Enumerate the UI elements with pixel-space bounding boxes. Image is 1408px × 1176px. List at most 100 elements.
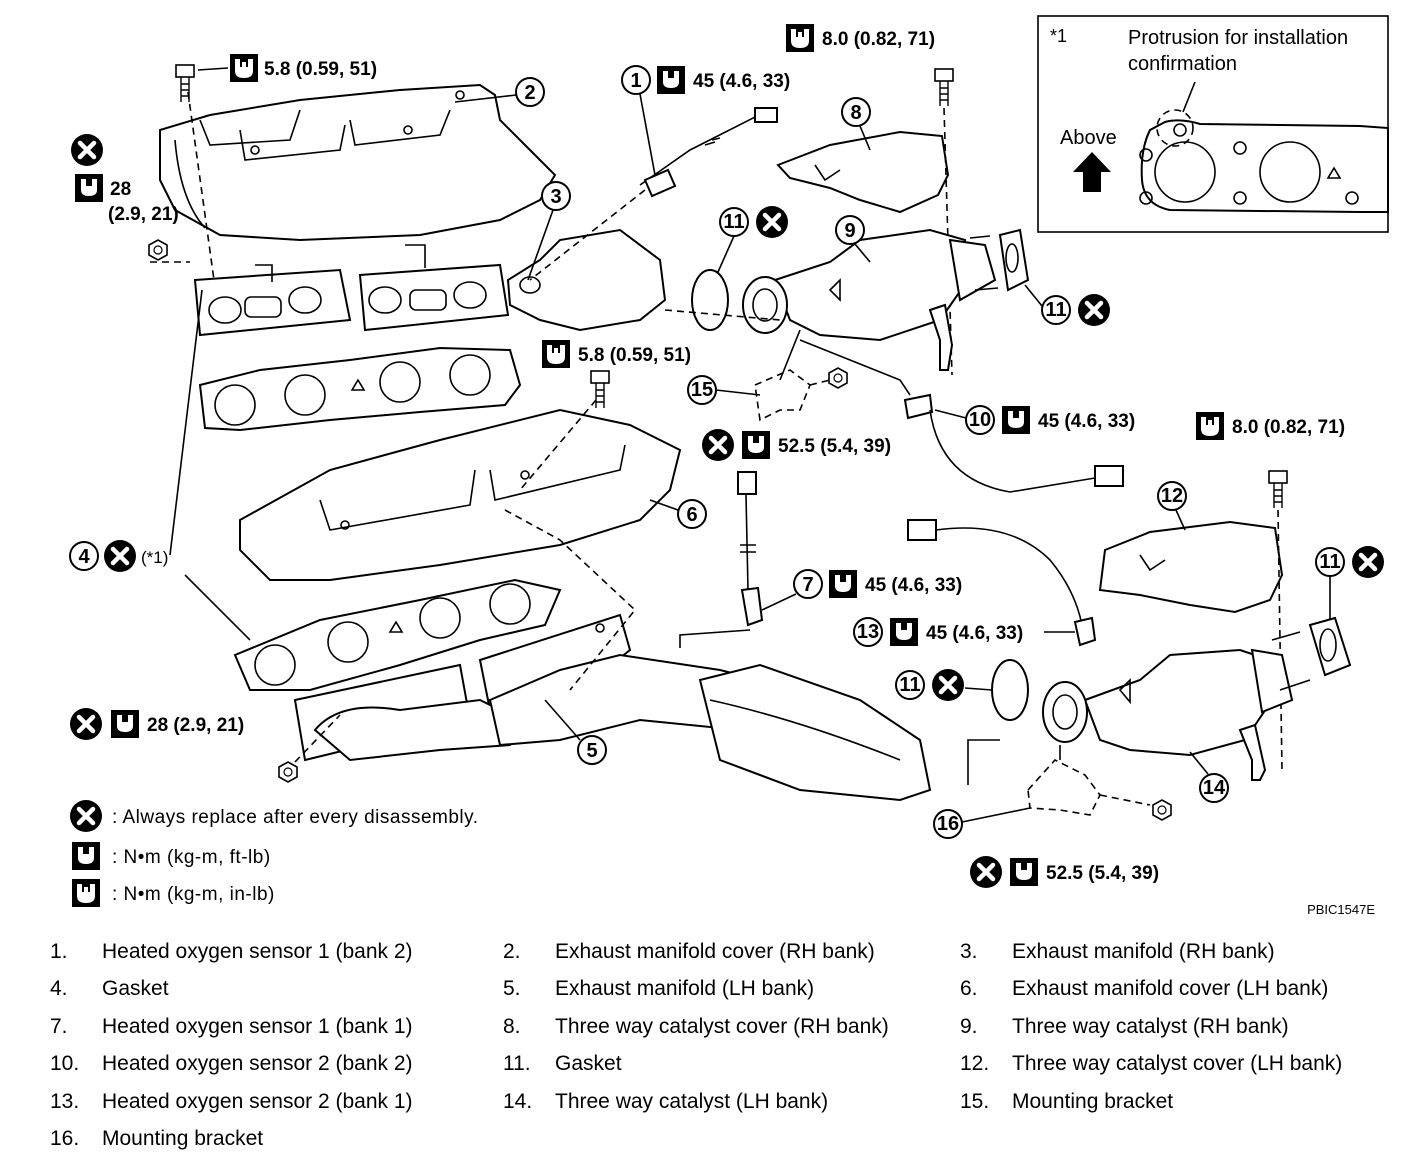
callout-15: 15: [687, 375, 761, 405]
svg-text:28: 28: [110, 179, 131, 200]
heated-oxygen-sensor-2-bank1: [907, 519, 1097, 647]
three-way-catalyst-cover-lh: [1098, 520, 1284, 614]
callout-16: 16: [933, 807, 1031, 839]
figure-code: PBIC1547E: [1307, 902, 1375, 917]
inset-ref: *1: [1050, 26, 1067, 46]
callout-9: 9: [835, 215, 871, 263]
callout-11-mid: 11: [895, 669, 993, 701]
part-name: Mounting bracket: [1012, 1089, 1174, 1113]
exhaust-manifold-cover-rh: [159, 83, 557, 242]
part-number: 16.: [50, 1126, 80, 1150]
callout-11-top: 11: [717, 206, 788, 273]
up-arrow-icon: [1073, 152, 1111, 192]
svg-text:11: 11: [723, 211, 744, 233]
callout-2: 2: [454, 77, 545, 107]
svg-text:15: 15: [691, 379, 713, 401]
svg-text:(*1): (*1): [141, 548, 168, 567]
part-name: Heated oxygen sensor 1 (bank 1): [102, 1014, 413, 1038]
callout-12: 12: [1157, 481, 1187, 531]
svg-text:45 (4.6, 33): 45 (4.6, 33): [926, 623, 1023, 644]
torque-16: 52.5 (5.4, 39): [970, 856, 1159, 888]
svg-text:1: 1: [630, 70, 641, 92]
callout-4: 4 (*1): [69, 540, 168, 572]
heated-oxygen-sensor-1-bank1: [737, 471, 764, 627]
part-name: Three way catalyst cover (RH bank): [555, 1014, 889, 1038]
legend: : Always replace after every disassembly…: [70, 800, 479, 907]
part-number: 1.: [50, 940, 68, 963]
part-number: 13.: [50, 1089, 80, 1113]
part-number: 10.: [50, 1052, 80, 1076]
part-number: 7.: [50, 1014, 68, 1038]
svg-text:3: 3: [550, 186, 561, 208]
svg-text:16: 16: [937, 813, 959, 835]
exhaust-manifold-lh: [293, 613, 932, 802]
svg-text:9: 9: [844, 220, 855, 242]
exhaust-manifold-cover-lh: [239, 408, 682, 581]
part-name: Heated oxygen sensor 2 (bank 2): [102, 1052, 413, 1076]
part-name: Mounting bracket: [102, 1126, 264, 1150]
part-name: Three way catalyst cover (LH bank): [1012, 1052, 1343, 1076]
torque-15: 52.5 (5.4, 39): [702, 429, 891, 461]
exhaust-manifold-rh: [193, 228, 667, 337]
part-number: 2.: [503, 940, 521, 963]
part-name: Exhaust manifold (RH bank): [1012, 940, 1275, 963]
inset-title-line1: Protrusion for installation: [1128, 27, 1348, 49]
part-name: Heated oxygen sensor 1 (bank 2): [102, 940, 413, 963]
parts-row: 1. Heated oxygen sensor 1 (bank 2) 2. Exhau…: [50, 940, 1390, 977]
exhaust-diagram: *1 Protrusion for installation confirmat…: [0, 15, 1389, 917]
parts-list: 1. Heated oxygen sensor 1 (bank 2) 2. Exhau…: [50, 940, 1390, 1164]
callout-7: 7 45 (4.6, 33): [761, 569, 962, 611]
torque-mid: 5.8 (0.59, 51): [542, 340, 691, 368]
heated-oxygen-sensor-1-bank2: [639, 107, 778, 198]
torque-left-28: 28 (2.9, 21): [71, 134, 179, 225]
callout-6: 6: [649, 499, 707, 529]
part-name: Exhaust manifold cover (LH bank): [1012, 977, 1329, 1001]
torque-top-left: 5.8 (0.59, 51): [197, 54, 377, 82]
svg-text:13: 13: [857, 621, 879, 643]
part-name: Gasket: [555, 1052, 622, 1076]
part-name: Exhaust manifold (LH bank): [555, 977, 815, 1001]
torque-bottom-left: 28 (2.9, 21): [70, 708, 244, 740]
callout-10: 10 45 (4.6, 33): [934, 405, 1135, 435]
svg-text:: N•m (kg-m, ft-lb): : N•m (kg-m, ft-lb): [112, 847, 271, 868]
callout-8: 8: [841, 97, 871, 151]
svg-text:5: 5: [586, 740, 597, 762]
callout-1: 1 45 (4.6, 33): [621, 65, 790, 176]
part-number: 4.: [50, 977, 68, 1001]
callout-11-right: 11: [1024, 284, 1110, 326]
svg-text:52.5 (5.4, 39): 52.5 (5.4, 39): [1046, 863, 1159, 884]
callout-14: 14: [1189, 751, 1229, 803]
part-name: Exhaust manifold cover (RH bank): [555, 940, 875, 963]
svg-text:2: 2: [524, 82, 535, 104]
svg-text:8: 8: [850, 102, 861, 124]
part-number: 3.: [960, 940, 978, 963]
svg-text:28 (2.9, 21): 28 (2.9, 21): [147, 715, 244, 736]
parts-row: 16. Mounting bracket: [50, 1127, 1390, 1164]
part-number: 15.: [960, 1089, 990, 1113]
callout-5: 5: [544, 699, 607, 765]
svg-text:45 (4.6, 33): 45 (4.6, 33): [1038, 411, 1135, 432]
inset-title-line2: confirmation: [1128, 53, 1237, 75]
svg-text:10: 10: [969, 409, 991, 431]
parts-row: 7.Heated oxygen sensor 1 (bank 1)8.Three…: [50, 1015, 1390, 1052]
svg-text:12: 12: [1161, 485, 1183, 507]
svg-text:45 (4.6, 33): 45 (4.6, 33): [693, 71, 790, 92]
mounting-bracket-15: [754, 329, 811, 422]
svg-text:8.0 (0.82, 71): 8.0 (0.82, 71): [1232, 417, 1345, 438]
svg-text:(2.9, 21): (2.9, 21): [108, 204, 179, 225]
three-way-catalyst-cover-rh: [776, 130, 950, 214]
svg-text:11: 11: [1045, 299, 1066, 321]
gasket-11-lh-front: [991, 659, 1029, 721]
part-name: Three way catalyst (RH bank): [1012, 1014, 1289, 1038]
mounting-bracket-16: [1027, 759, 1101, 816]
svg-text:8.0 (0.82, 71): 8.0 (0.82, 71): [822, 29, 935, 50]
gasket-rh: [198, 346, 522, 432]
part-number: 14.: [503, 1089, 533, 1113]
parts-row: 10.Heated oxygen sensor 2 (bank 2)11.Gas…: [50, 1052, 1390, 1089]
svg-text:45 (4.6, 33): 45 (4.6, 33): [865, 575, 962, 596]
heated-oxygen-sensor-2-bank2: [799, 339, 1124, 493]
part-name: Heated oxygen sensor 2 (bank 1): [102, 1089, 413, 1113]
svg-text:: Always replace after every d: : Always replace after every disassembly…: [112, 807, 479, 828]
callout-13: 13 45 (4.6, 33): [853, 617, 1075, 647]
